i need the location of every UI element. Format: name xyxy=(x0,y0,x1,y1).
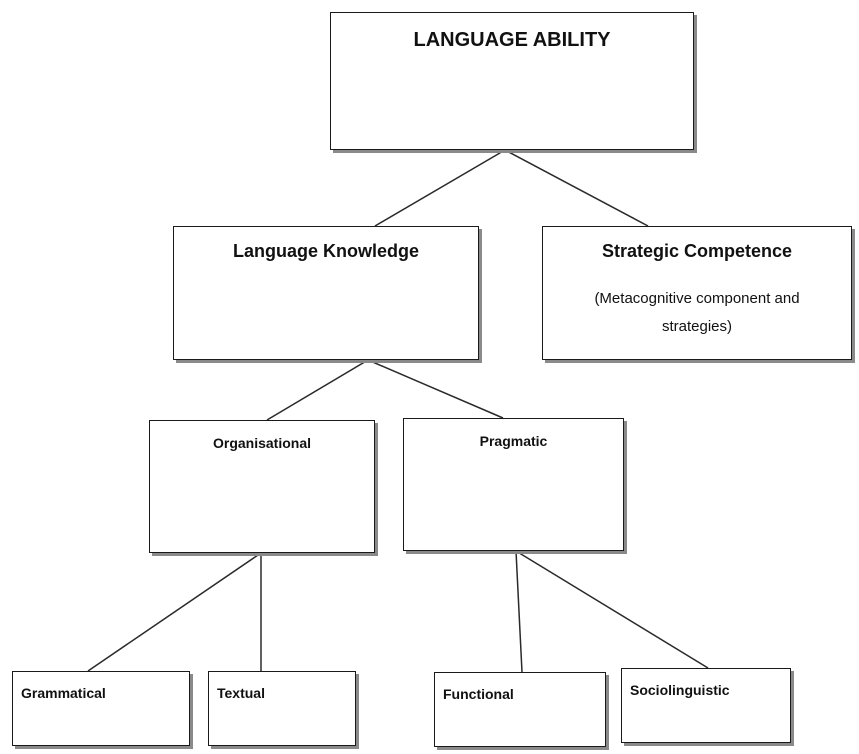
node-grammatical: Grammatical xyxy=(12,671,190,746)
node-strategic-competence-note: (Metacognitive component and strategies) xyxy=(543,285,851,341)
node-language-knowledge: Language Knowledge xyxy=(173,226,479,360)
node-strategic-competence: Strategic Competence (Metacognitive comp… xyxy=(542,226,852,360)
node-functional-label: Functional xyxy=(443,686,514,702)
strategic-competence-note-line-1: (Metacognitive component and xyxy=(594,290,800,307)
node-organisational: Organisational xyxy=(149,420,375,553)
node-strategic-competence-label: Strategic Competence xyxy=(601,241,793,261)
node-pragmatic: Pragmatic xyxy=(403,418,624,551)
node-textual: Textual xyxy=(208,671,356,746)
edge-language-knowledge-organisational xyxy=(266,359,369,421)
node-grammatical-label: Grammatical xyxy=(21,685,106,701)
node-pragmatic-label: Pragmatic xyxy=(479,433,548,449)
edge-language-knowledge-pragmatic xyxy=(367,359,504,419)
node-functional: Functional xyxy=(434,672,606,747)
node-language-ability: LANGUAGE ABILITY xyxy=(330,12,694,150)
edge-root-language-knowledge xyxy=(374,149,506,227)
edge-pragmatic-sociolinguistic xyxy=(515,550,709,669)
edge-root-strategic-competence xyxy=(504,149,649,227)
strategic-competence-note-line-2: strategies) xyxy=(661,318,733,335)
node-textual-label: Textual xyxy=(217,685,265,701)
edge-organisational-grammatical xyxy=(87,552,262,672)
node-language-knowledge-label: Language Knowledge xyxy=(232,241,419,261)
node-language-ability-label: LANGUAGE ABILITY xyxy=(413,29,611,51)
node-sociolinguistic: Sociolinguistic xyxy=(621,668,791,743)
node-organisational-label: Organisational xyxy=(212,435,312,451)
edge-pragmatic-functional xyxy=(515,550,523,673)
node-sociolinguistic-label: Sociolinguistic xyxy=(630,682,730,698)
